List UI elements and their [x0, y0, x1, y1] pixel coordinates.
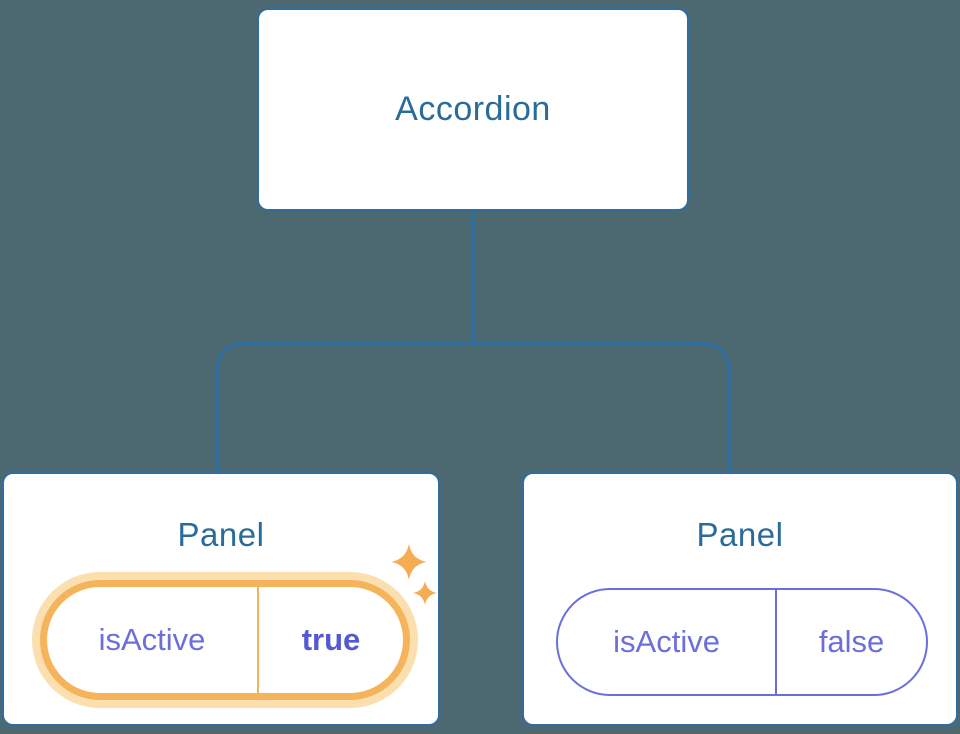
accordion-node: Accordion [257, 8, 689, 211]
sparkle-small [413, 581, 437, 605]
state-value: false [818, 624, 885, 659]
connector-branches [215, 341, 731, 471]
state-name: isActive [98, 622, 206, 657]
state-name: isActive [613, 624, 720, 659]
panel-label: Panel [696, 516, 784, 553]
panel-label: Panel [177, 516, 265, 553]
panel-node-active: Panel isActive true [2, 472, 440, 726]
state-value: true [301, 622, 361, 657]
sparkle-large [391, 544, 427, 580]
state-pill-active: isActive true [40, 580, 410, 700]
accordion-label: Accordion [395, 90, 551, 128]
pill-divider [775, 590, 778, 694]
state-pill-inactive: isActive false [556, 588, 928, 696]
pill-divider [257, 587, 260, 693]
panel-node-inactive: Panel isActive false [522, 472, 958, 726]
sparkles-icon [391, 544, 437, 605]
